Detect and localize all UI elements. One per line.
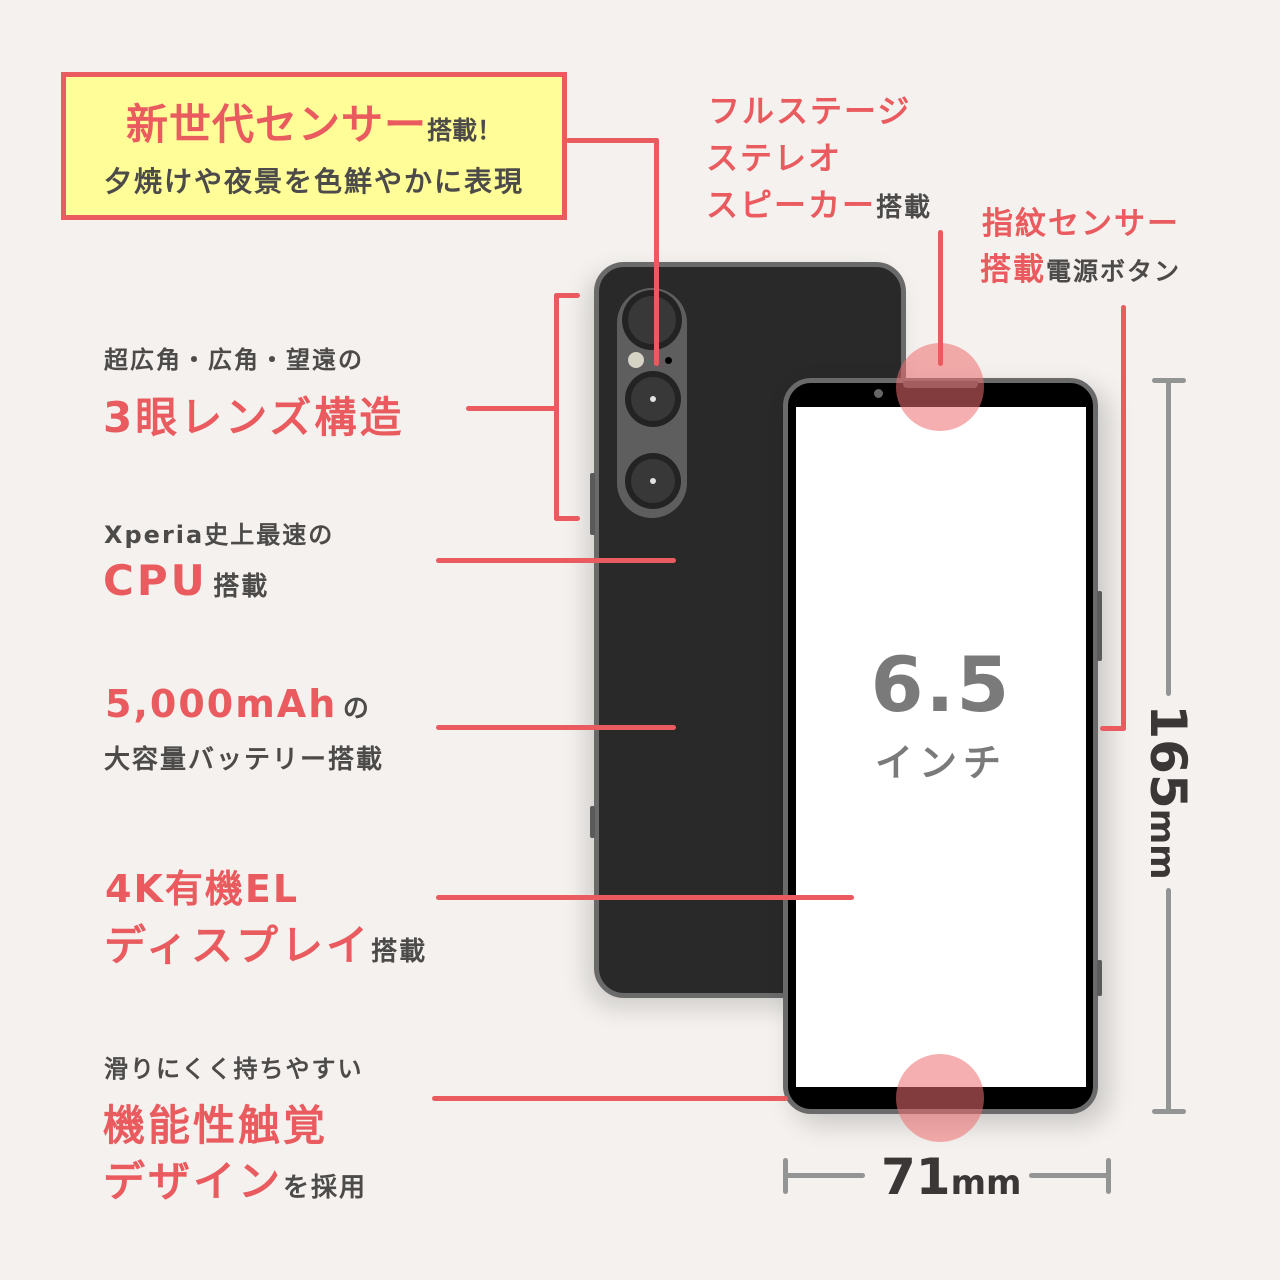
battery-callout-main: 5,000mAh <box>105 682 338 726</box>
flash-icon <box>628 352 644 368</box>
battery-connector <box>436 725 676 730</box>
speaker-callout-line3: スピーカー搭載 <box>706 180 932 226</box>
width-dim-line-right <box>1029 1173 1111 1178</box>
design-callout: デザインを採用 <box>103 1148 367 1209</box>
cpu-connector <box>436 558 676 563</box>
height-dim-bottom-cap <box>1152 1109 1186 1114</box>
fingerprint-callout-line2: 搭載電源ボタン <box>980 244 1181 289</box>
lens-bracket-top <box>554 293 580 298</box>
height-dimension-label: 165mm <box>1139 704 1197 879</box>
speaker-callout-red: スピーカー <box>706 186 877 224</box>
headline-subtitle: 夕焼けや夜景を色鮮やかに表現 <box>103 165 524 198</box>
headline-box: 新世代センサー搭載！ 夕焼けや夜景を色鮮やかに表現 <box>61 72 567 220</box>
fingerprint-callout-suffix: 電源ボタン <box>1046 257 1182 286</box>
width-dim-line-left <box>783 1173 865 1178</box>
width-unit: mm <box>950 1163 1022 1203</box>
headline-connector-v <box>654 138 659 366</box>
display-callout-main2: ディスプレイ <box>104 921 372 970</box>
speaker-callout-line1: フルステージ <box>708 92 912 130</box>
shutter-button <box>1097 960 1102 996</box>
mic-hole-icon <box>665 357 672 364</box>
speaker-callout-line2: ステレオ <box>706 139 843 177</box>
design-callout-main: 機能性触覚 <box>103 1101 329 1150</box>
display-callout: ディスプレイ搭載 <box>104 912 427 973</box>
headline-connector-h <box>566 138 659 143</box>
lens-telephoto <box>625 453 681 509</box>
front-camera-icon <box>874 389 883 398</box>
lens-callout-main: 3眼レンズ構造 <box>103 393 405 442</box>
headline-title-suffix: 搭載！ <box>427 116 503 145</box>
design-connector <box>432 1096 788 1101</box>
height-unit: mm <box>1142 808 1182 880</box>
battery-callout-suffix: の <box>342 694 371 724</box>
fingerprint-connector-v <box>1121 305 1126 731</box>
fingerprint-callout-red: 搭載 <box>980 252 1046 288</box>
design-callout-main2: デザイン <box>103 1157 284 1206</box>
display-callout-main: 4K有機EL <box>105 867 300 911</box>
lens-bracket-v <box>554 293 559 521</box>
design-callout-pre: 滑りにくく持ちやすい <box>104 1055 364 1083</box>
cpu-callout: CPU 搭載 <box>103 556 269 605</box>
fingerprint-connector-h <box>1100 726 1126 731</box>
battery-callout: 5,000mAh の <box>105 682 371 726</box>
height-dim-line-bottom <box>1166 888 1171 1114</box>
width-dimension-label: 71mm <box>881 1148 1021 1206</box>
display-connector <box>436 895 854 900</box>
power-button <box>1097 591 1102 661</box>
width-dim-right-cap <box>1106 1158 1111 1194</box>
screen-size-value: 6.5 <box>870 640 1012 729</box>
height-dim-line-top <box>1166 378 1171 696</box>
design-callout-suffix: を採用 <box>283 1173 368 1203</box>
lens-callout-pre: 超広角・広角・望遠の <box>104 346 364 374</box>
screen-size-unit: インチ <box>874 741 1007 785</box>
height-value: 165 <box>1139 704 1197 809</box>
lens-connector-h <box>466 406 558 411</box>
speaker-callout-suffix: 搭載 <box>876 193 933 223</box>
cpu-callout-main: CPU <box>103 556 208 605</box>
back-side-button-upper <box>590 473 595 535</box>
cpu-callout-suffix: 搭載 <box>213 572 270 602</box>
bottom-speaker-highlight <box>896 1054 984 1142</box>
battery-callout-post: 大容量バッテリー搭載 <box>104 745 385 775</box>
cpu-callout-pre: Xperia史上最速の <box>104 521 335 549</box>
width-value: 71 <box>881 1148 951 1206</box>
headline-title: 新世代センサー <box>125 100 427 149</box>
back-side-button-lower <box>590 806 595 838</box>
lens-bracket-bottom <box>554 516 580 521</box>
fingerprint-callout-line1: 指紋センサー <box>982 206 1180 242</box>
speaker-connector <box>938 230 943 366</box>
phone-screen <box>796 407 1086 1087</box>
lens-ultrawide <box>622 290 682 350</box>
display-callout-suffix: 搭載 <box>371 937 428 967</box>
lens-wide <box>625 371 681 427</box>
